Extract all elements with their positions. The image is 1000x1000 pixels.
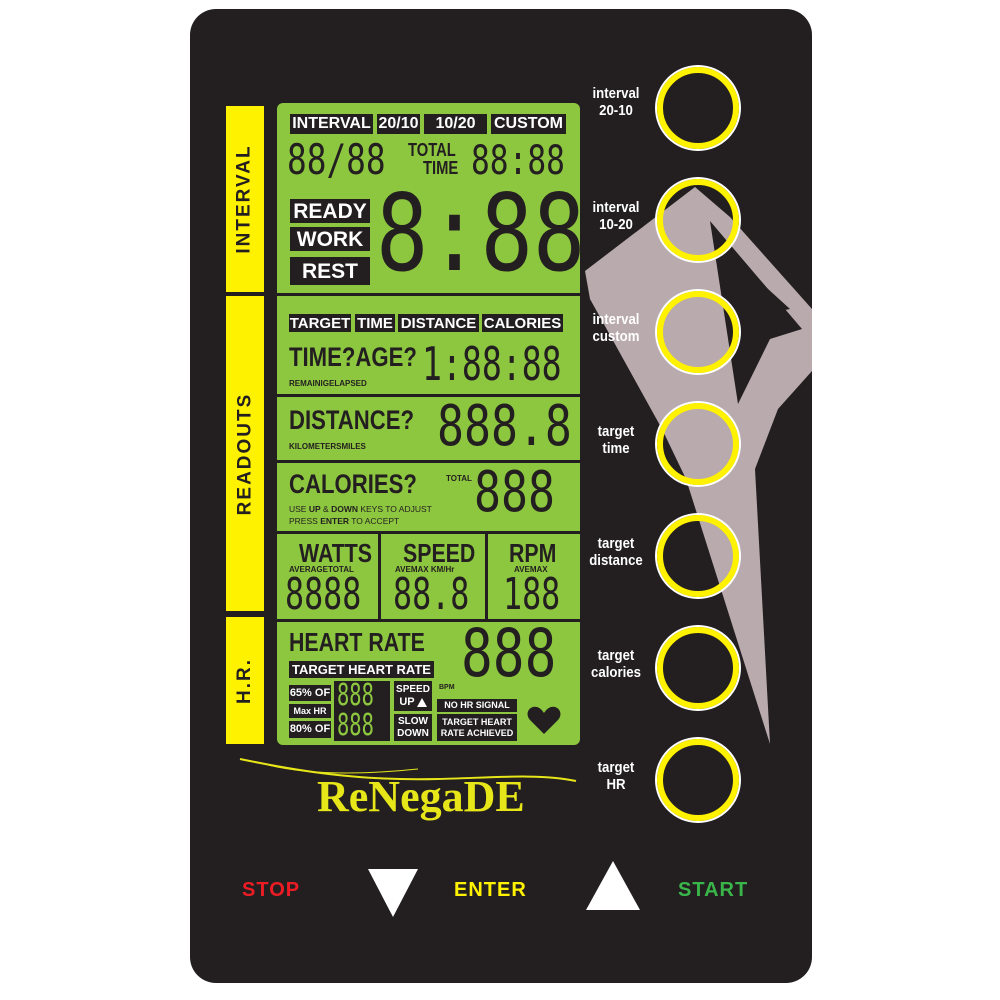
pct-65-label: 65% OF xyxy=(289,685,331,701)
speed-value: 88.8 xyxy=(393,569,470,620)
calories-hint-line1: USE UP & DOWN KEYS TO ADJUST xyxy=(289,504,432,514)
interval-clock: 8:88 xyxy=(376,172,586,295)
total-time-value: 88:88 xyxy=(471,138,565,184)
target-hr-upper: 888 xyxy=(337,678,374,713)
target-hr-lower: 888 xyxy=(337,708,374,743)
distance-readout-sub: KILOMETERSMILES xyxy=(289,442,366,451)
watts-label: WATTS xyxy=(299,538,373,568)
rpm-value: 188 xyxy=(503,569,561,620)
up-arrow-icon xyxy=(416,697,427,707)
state-work: WORK xyxy=(290,227,370,251)
target-achieved-indicator: TARGET HEART RATE ACHIEVED xyxy=(437,714,517,741)
bpm-label: BPM xyxy=(439,684,455,691)
interval-20-10-button[interactable] xyxy=(657,67,739,149)
enter-button[interactable]: ENTER xyxy=(454,879,527,901)
target-hr-button[interactable] xyxy=(657,739,739,821)
distance-readout-label: DISTANCE? xyxy=(289,405,415,435)
up-triangle-icon[interactable] xyxy=(586,861,640,910)
heart-rate-label: HEART RATE xyxy=(289,627,425,657)
target-time-button[interactable] xyxy=(657,403,739,485)
lcd-label-20-10: 20/10 xyxy=(377,114,420,134)
state-rest: REST xyxy=(290,257,370,285)
watts-value: 8888 xyxy=(285,569,362,620)
start-button[interactable]: START xyxy=(678,879,749,901)
lcd-label-10-20: 10/20 xyxy=(424,114,487,134)
lcd-label-custom: CUSTOM xyxy=(491,114,566,134)
tab-readouts: READOUTS xyxy=(226,296,264,611)
state-ready: READY xyxy=(290,199,370,223)
speed-label: SPEED xyxy=(403,538,476,568)
down-triangle-icon[interactable] xyxy=(368,869,418,917)
lcd-display: INTERVAL 20/10 10/20 CUSTOM 88/88 TOTAL … xyxy=(277,103,585,745)
header-target: TARGET xyxy=(289,314,351,332)
console-panel: INTERVAL READOUTS H.R. INTERVAL 20/10 10… xyxy=(190,9,812,983)
brand-logo: ReNegaDE xyxy=(317,772,525,821)
interval-counter: 88/88 xyxy=(287,135,386,184)
rpm-label: RPM xyxy=(509,538,557,568)
speed-up-indicator: SPEED UP xyxy=(394,681,432,711)
pct-80-label: 80% OF xyxy=(289,721,331,738)
max-hr-label: Max HR xyxy=(289,704,331,718)
lcd-label-interval: INTERVAL xyxy=(290,114,373,134)
time-readout-value: 1:88:88 xyxy=(422,337,562,391)
header-calories: CALORIES xyxy=(482,314,563,332)
calories-readout-label: CALORIES? xyxy=(289,469,417,499)
total-label: TOTAL xyxy=(408,140,456,160)
time-label: TIME xyxy=(423,158,459,178)
heart-icon xyxy=(527,706,561,734)
watts-sub: AVERAGETOTAL xyxy=(289,565,354,574)
tab-interval: INTERVAL xyxy=(226,106,264,292)
target-hr-box xyxy=(334,681,390,741)
interval-custom-button[interactable] xyxy=(657,291,739,373)
interval-10-20-button[interactable] xyxy=(657,179,739,261)
stop-button[interactable]: STOP xyxy=(242,879,301,901)
header-time: TIME xyxy=(355,314,395,332)
distance-readout-value: 888.8 xyxy=(437,394,572,459)
calories-readout-value: 888 xyxy=(474,460,555,525)
slow-down-indicator: SLOW DOWN xyxy=(394,714,432,741)
time-readout-sub: REMAINIGELAPSED xyxy=(289,379,367,388)
tab-hr: H.R. xyxy=(226,617,264,744)
target-heart-rate-label: TARGET HEART RATE xyxy=(289,661,434,678)
rpm-sub: AVEMAX xyxy=(514,565,548,574)
no-hr-signal-indicator: NO HR SIGNAL xyxy=(437,699,517,712)
logo-swoosh xyxy=(239,758,577,782)
time-readout-label: TIME?AGE? xyxy=(289,342,417,372)
header-distance: DISTANCE xyxy=(398,314,479,332)
heart-rate-value: 888 xyxy=(461,615,557,692)
calories-hint-line2: PRESS ENTER TO ACCEPT xyxy=(289,516,400,526)
target-distance-button[interactable] xyxy=(657,515,739,597)
calories-total-label: TOTAL xyxy=(446,474,472,483)
speed-sub: AVEMAX KM/Hr xyxy=(395,565,455,574)
target-calories-button[interactable] xyxy=(657,627,739,709)
